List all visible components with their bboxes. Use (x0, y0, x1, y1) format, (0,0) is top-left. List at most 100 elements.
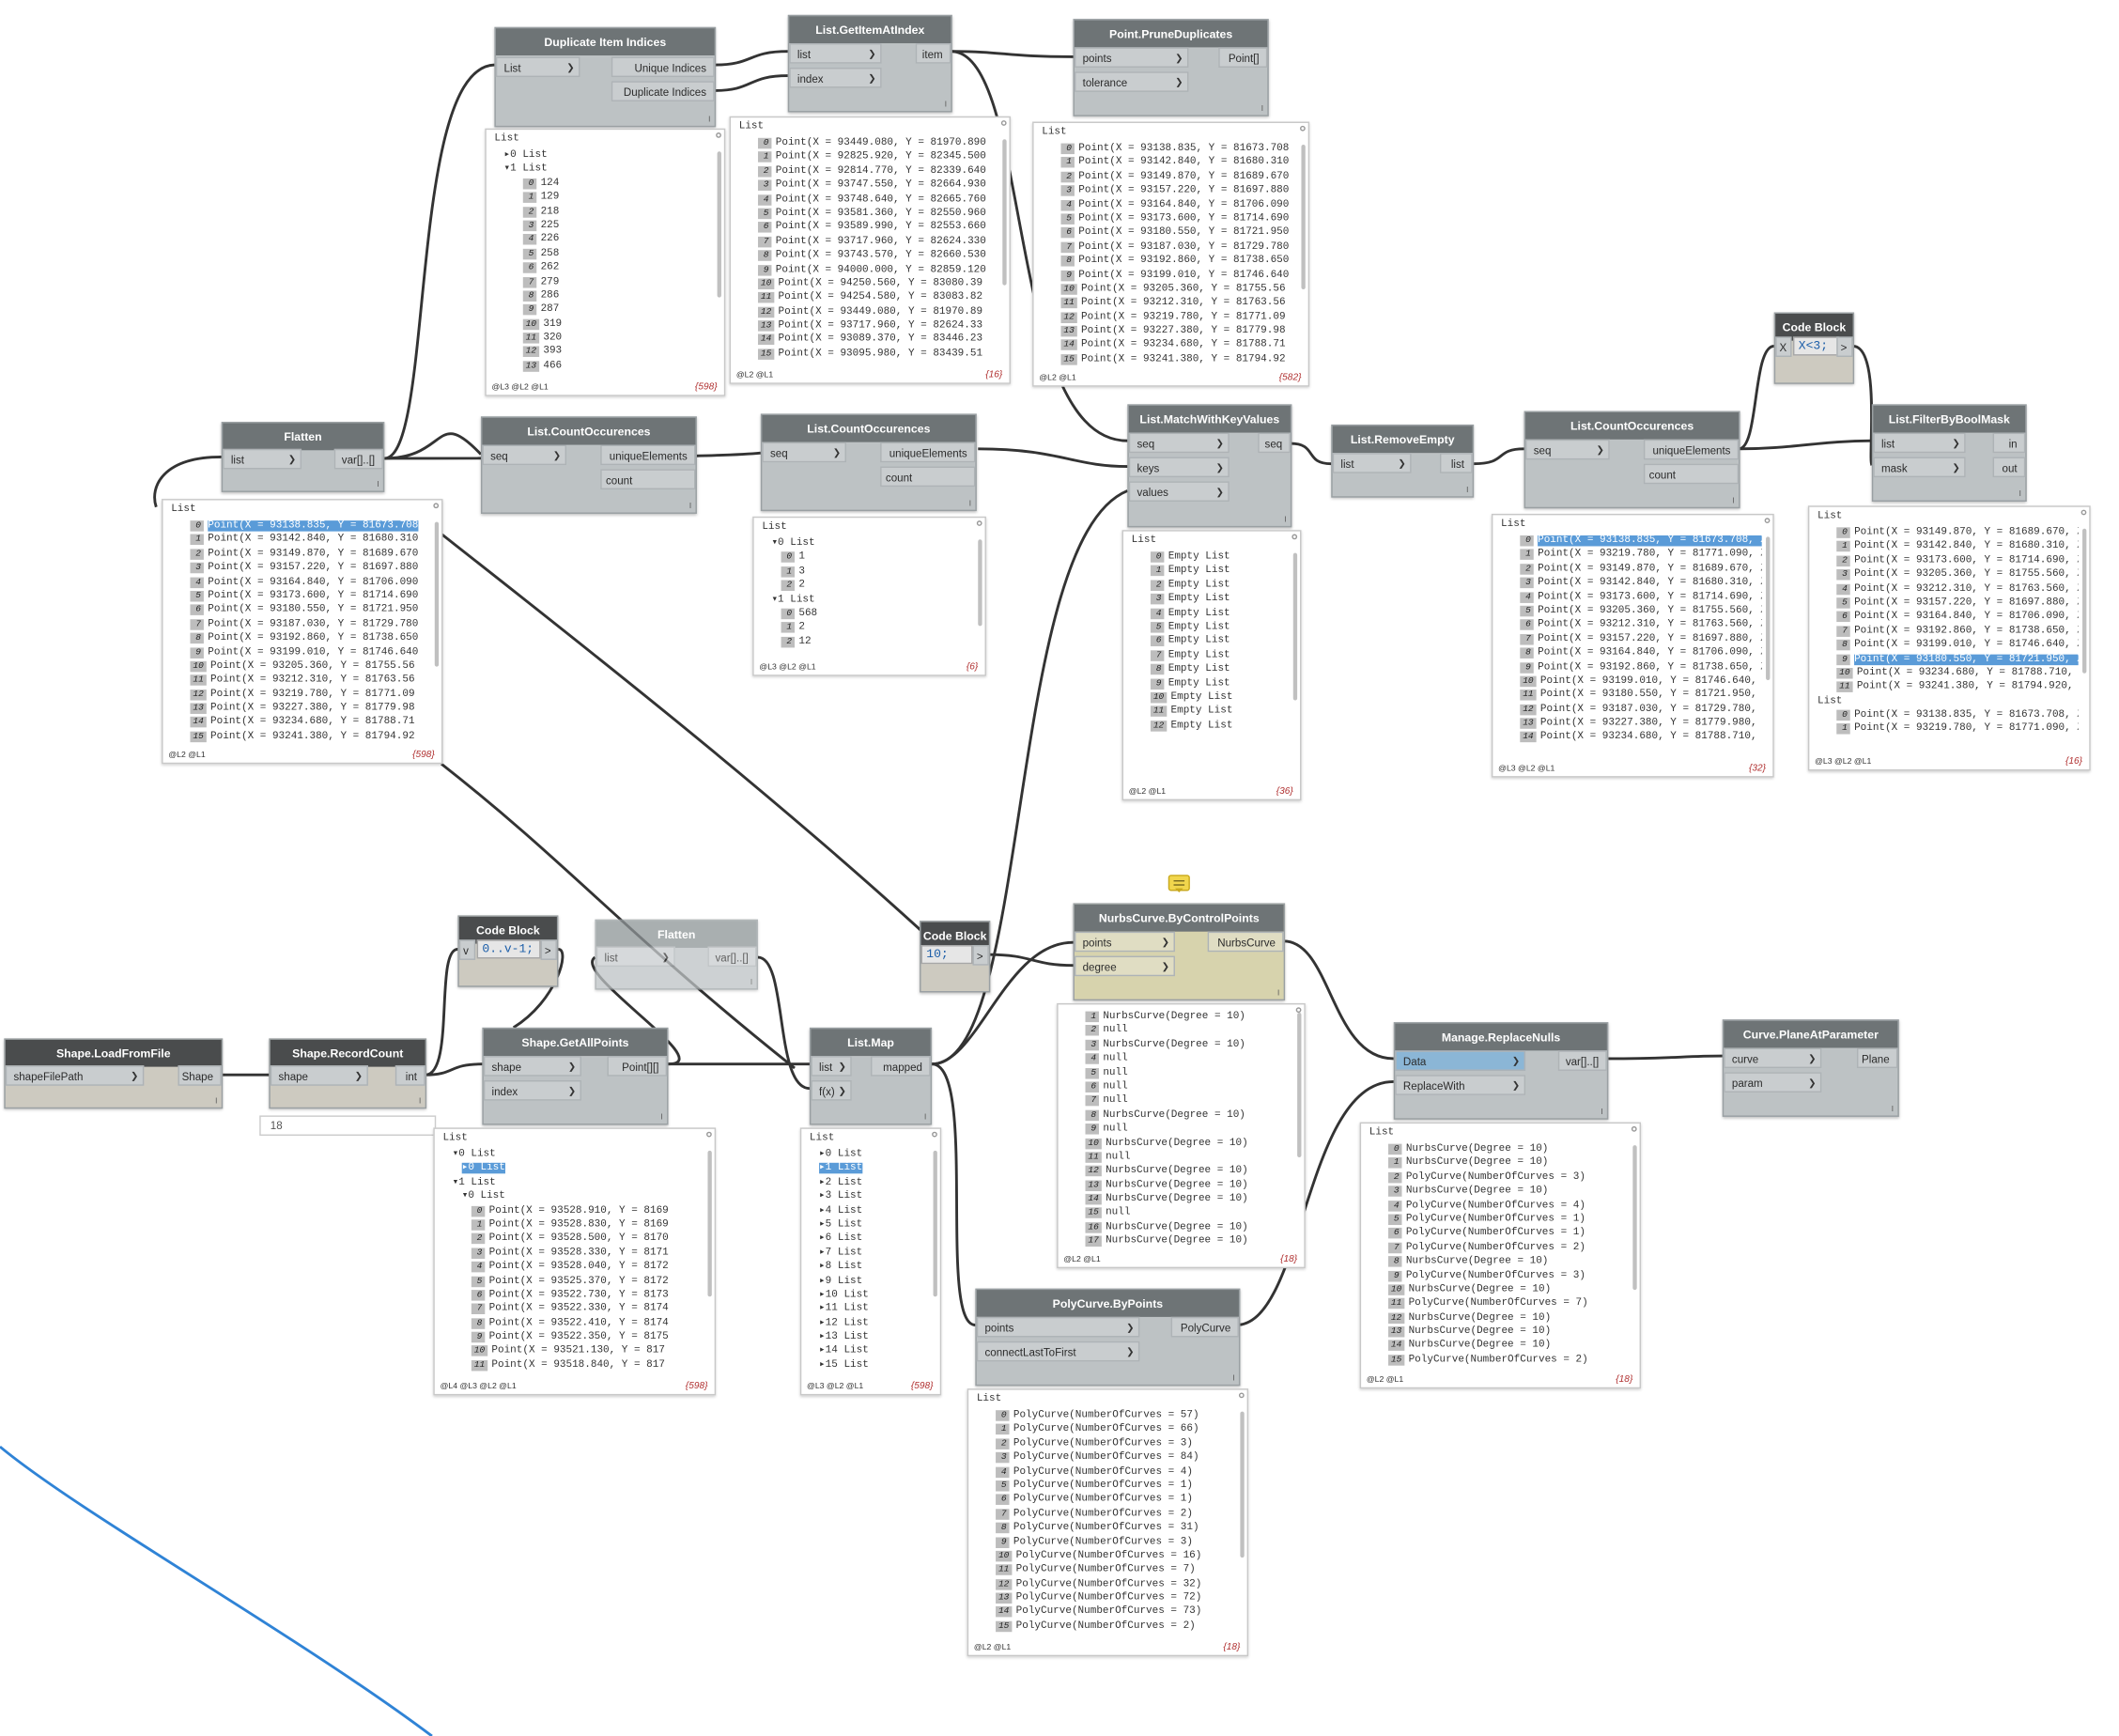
scrollbar[interactable] (2082, 528, 2087, 674)
list-levels[interactable]: @L3 @L2 @L1 (1498, 765, 1555, 774)
port-in-v[interactable]: v (458, 939, 476, 960)
scrollbar[interactable] (978, 539, 982, 627)
port-in-fx[interactable]: f(x) (811, 1080, 852, 1102)
node-polycurve-bypoints[interactable]: PolyCurve.ByPoints points connectLastToF… (975, 1288, 1241, 1387)
port-in-mask[interactable]: mask (1873, 457, 1966, 479)
port-out-shape[interactable]: Shape (178, 1065, 222, 1086)
port-in-points[interactable]: points (1074, 931, 1175, 953)
port-in-shape[interactable]: shape (270, 1065, 368, 1087)
port-out-var[interactable]: var[]..[] (1557, 1050, 1607, 1071)
port-out-int[interactable]: int (394, 1065, 425, 1086)
scrollbar[interactable] (707, 1150, 712, 1296)
node-flatten[interactable]: Flatten list var[]..[] ǀ (221, 422, 385, 492)
port-out-plane[interactable]: Plane (1856, 1047, 1898, 1069)
list-levels[interactable]: @L3 @L2 @L1 (1815, 758, 1872, 767)
list-item[interactable]: ▸0 List (801, 1148, 929, 1162)
node-list-filterbyboolmask[interactable]: List.FilterByBoolMask list mask in out ǀ (1871, 404, 2027, 502)
port-in-shape[interactable]: shape (483, 1056, 581, 1077)
port-out-count[interactable]: count (600, 469, 696, 490)
node-manage-replacenulls[interactable]: Manage.ReplaceNulls Data ReplaceWith var… (1393, 1022, 1609, 1120)
list-item[interactable]: ▸0 List (435, 1162, 704, 1176)
node-code-block-1[interactable]: Code Block X X<3; > (1773, 312, 1855, 384)
port-out[interactable]: > (972, 945, 989, 966)
list-item[interactable]: ▸0 List (487, 148, 714, 163)
scrollbar[interactable] (1301, 145, 1306, 289)
list-item[interactable]: ▾0 List (754, 536, 974, 550)
port-out-mapped[interactable]: mapped (871, 1056, 931, 1077)
node-flatten-2[interactable]: Flatten list var[]..[] ǀ (595, 919, 758, 990)
list-item[interactable]: ▾1 List (435, 1176, 704, 1190)
port-in-values[interactable]: values (1128, 481, 1230, 503)
node-shape-getallpoints[interactable]: Shape.GetAllPoints shape index Point[][]… (482, 1027, 669, 1125)
port-in-index[interactable]: index (789, 67, 882, 89)
pin-icon[interactable] (1764, 518, 1771, 524)
list-item[interactable]: ▸6 List (801, 1232, 929, 1247)
pin-icon[interactable] (1292, 534, 1298, 540)
scrollbar[interactable] (434, 521, 440, 667)
port-out-var[interactable]: var[]..[] (333, 448, 383, 470)
port-in-index[interactable]: index (483, 1080, 581, 1102)
port-out-var[interactable]: var[]..[] (707, 946, 757, 968)
node-code-block-2[interactable]: Code Block v 0..v-1; > (457, 915, 559, 987)
pin-icon[interactable] (1300, 125, 1306, 132)
port-in-tolerance[interactable]: tolerance (1074, 71, 1189, 93)
